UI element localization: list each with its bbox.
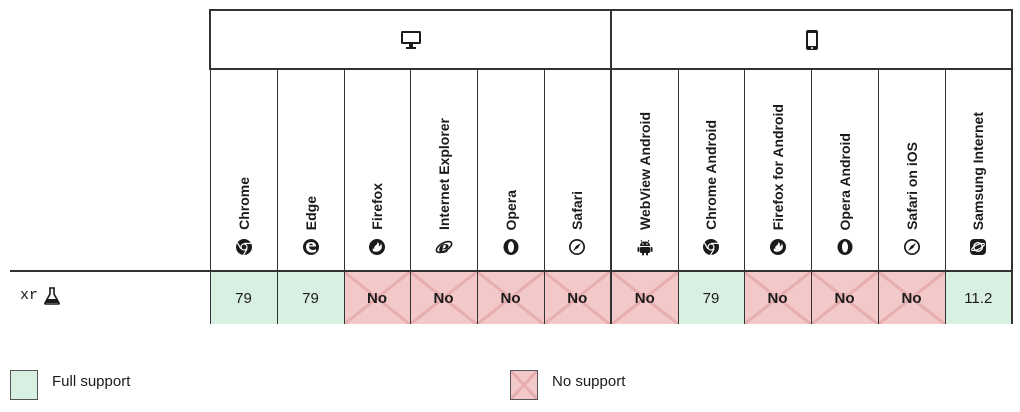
- browser-name: Firefox: [369, 183, 385, 230]
- chrome-icon: [235, 238, 253, 256]
- legend-no-support: No support: [510, 370, 625, 400]
- browser-header-firefox-for-android: Firefox for Android: [743, 69, 811, 271]
- support-value: No: [500, 289, 521, 307]
- support-cell-samsung-internet[interactable]: 11.2: [944, 270, 1013, 324]
- feature-name-cell[interactable]: xr: [10, 270, 210, 324]
- support-cell-chrome-android[interactable]: 79: [677, 270, 744, 324]
- browser-name: Opera: [502, 189, 519, 230]
- support-cell-safari[interactable]: No: [543, 270, 611, 324]
- legend-no-support-label: No support: [552, 372, 626, 390]
- browser-name: Firefox for Android: [769, 103, 786, 230]
- browser-name: Opera Android: [836, 132, 853, 231]
- support-cell-safari-on-ios[interactable]: No: [877, 270, 945, 324]
- support-cell-opera[interactable]: No: [476, 270, 544, 324]
- support-cell-internet-explorer[interactable]: No: [409, 270, 477, 324]
- browser-name: Samsung Internet: [970, 111, 987, 230]
- support-value: No: [767, 289, 788, 307]
- legend-full-support: Full support: [10, 370, 130, 400]
- desktop-monitor-icon: [400, 30, 422, 49]
- edge-icon: [302, 238, 320, 256]
- browser-header-samsung-internet: Samsung Internet: [944, 69, 1013, 271]
- browser-header-opera-android: Opera Android: [810, 69, 878, 271]
- support-value: No: [901, 289, 922, 307]
- platform-desktop: [209, 9, 611, 70]
- firefox-icon: [769, 238, 787, 256]
- mobile-phone-icon: [805, 29, 819, 50]
- safari-icon: [903, 238, 921, 256]
- firefox-icon: [368, 238, 386, 256]
- browser-header-row: Chrome Edge Firefox Internet Explorer e Opera…: [10, 69, 1013, 271]
- legend-no-support-swatch: [510, 370, 538, 400]
- support-cell-webview-android[interactable]: No: [610, 270, 678, 324]
- browser-name: Chrome Android: [703, 120, 719, 230]
- browser-name: Safari: [569, 191, 586, 230]
- platform-header-row: [10, 9, 1013, 70]
- legend-full-support-swatch: [10, 370, 38, 400]
- support-value: 11.2: [964, 289, 993, 307]
- svg-text:e: e: [438, 238, 449, 256]
- table-corner-lower: [10, 69, 210, 271]
- browser-name: Chrome: [235, 177, 252, 230]
- browser-name: Safari on iOS: [903, 142, 920, 230]
- browser-header-chrome: Chrome: [209, 69, 277, 271]
- browser-header-safari: Safari: [543, 69, 611, 271]
- browser-header-chrome-android: Chrome Android: [677, 69, 744, 271]
- safari-icon: [568, 238, 586, 256]
- browser-header-webview-android: WebView Android: [610, 69, 678, 271]
- support-value: No: [567, 289, 588, 307]
- platform-mobile: [610, 9, 1013, 70]
- experimental-flask-icon: [44, 286, 60, 310]
- support-cell-edge[interactable]: 79: [276, 270, 344, 324]
- support-value: No: [433, 289, 454, 307]
- support-cell-opera-android[interactable]: No: [810, 270, 878, 324]
- browser-header-opera: Opera: [476, 69, 544, 271]
- support-value: No: [367, 289, 387, 307]
- support-cell-chrome[interactable]: 79: [209, 270, 277, 324]
- feature-row: xr 79 79 No No No No No 79 No No No 11.2: [10, 270, 1013, 324]
- feature-name[interactable]: xr: [20, 286, 39, 304]
- internet-explorer-icon: e: [435, 238, 453, 256]
- samsung-internet-icon: [969, 238, 987, 256]
- support-cell-firefox-for-android[interactable]: No: [743, 270, 811, 324]
- chrome-icon: [702, 238, 720, 256]
- browser-header-firefox: Firefox: [343, 69, 410, 271]
- table-corner: [10, 10, 210, 69]
- support-cell-firefox[interactable]: No: [343, 270, 410, 324]
- opera-icon: [836, 238, 854, 256]
- android-icon: [636, 238, 654, 256]
- browser-name: WebView Android: [636, 112, 653, 230]
- browser-compat-table: Chrome Edge Firefox Internet Explorer e Opera…: [10, 9, 1013, 324]
- support-value: No: [634, 289, 655, 307]
- support-value: 79: [702, 289, 720, 307]
- support-value: No: [834, 289, 855, 307]
- legend-full-support-label: Full support: [52, 372, 131, 390]
- browser-name: Internet Explorer: [435, 117, 452, 230]
- browser-header-edge: Edge: [276, 69, 344, 271]
- support-value: 79: [235, 289, 252, 307]
- browser-header-internet-explorer: Internet Explorer e: [409, 69, 477, 271]
- browser-header-safari-on-ios: Safari on iOS: [877, 69, 945, 271]
- browser-name: Edge: [302, 195, 319, 230]
- opera-icon: [502, 238, 520, 256]
- support-value: 79: [302, 289, 319, 307]
